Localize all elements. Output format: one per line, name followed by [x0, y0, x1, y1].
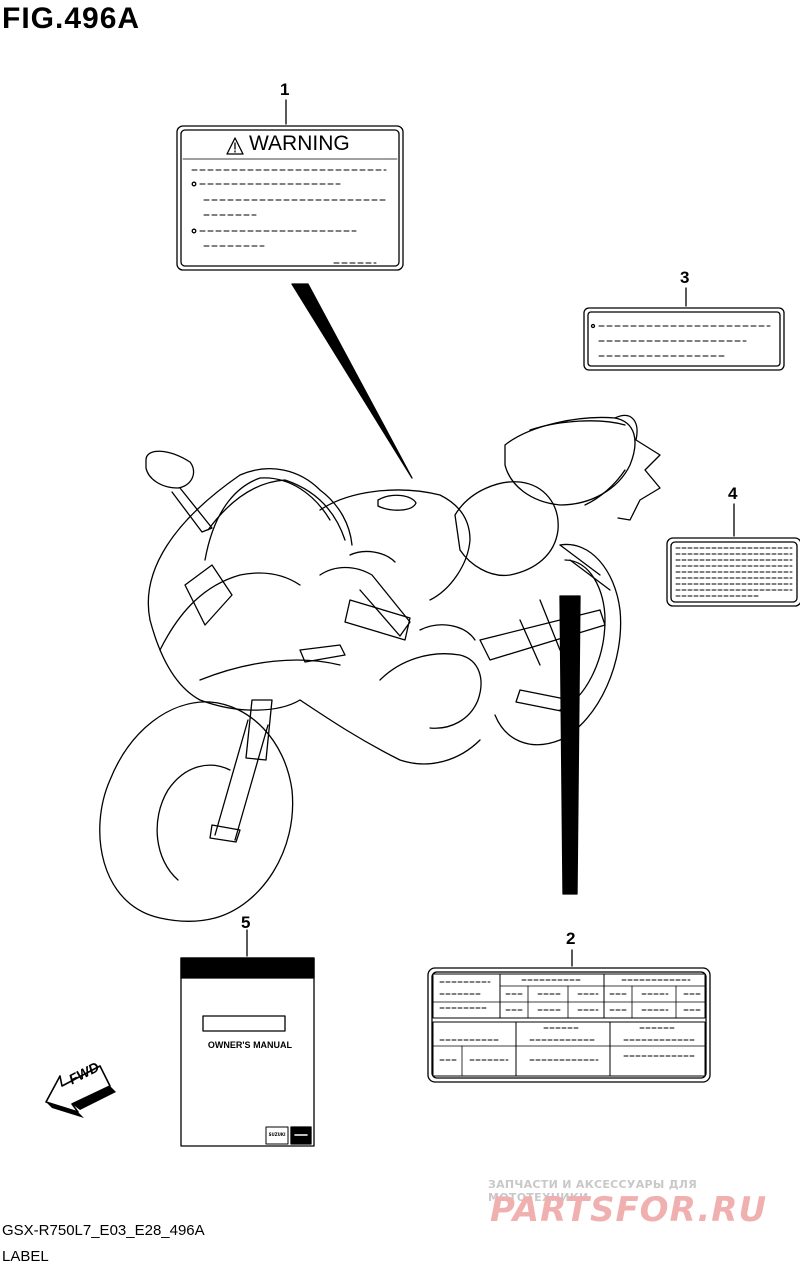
callout-5: 5: [241, 913, 251, 932]
watermark-tagline: ЗАПЧАСТИ И АКСЕССУАРЫ ДЛЯ МОТОТЕХНИКИ: [488, 1178, 698, 1204]
spec-label-2[interactable]: [427, 967, 711, 1083]
callout-1: 1: [280, 80, 290, 99]
suzuki-logo-icon: SUZUKI: [268, 1132, 286, 1137]
label-3[interactable]: [583, 307, 785, 371]
warning-heading: WARNING: [249, 132, 350, 155]
owners-manual-5[interactable]: [180, 957, 315, 1147]
figure-caption: LABEL: [2, 1248, 49, 1265]
motorcycle-drawing: [99, 414, 661, 923]
label-4[interactable]: [666, 537, 800, 607]
warning-label[interactable]: [176, 125, 404, 271]
figure-title: FIG.496A: [2, 2, 141, 35]
warning-triangle-icon: [226, 137, 244, 155]
callout-2: 2: [566, 929, 576, 948]
leader-1: [291, 283, 413, 479]
manual-title: OWNER'S MANUAL: [207, 1040, 293, 1050]
callout-4: 4: [728, 484, 738, 503]
fwd-arrow-icon: [45, 1065, 116, 1118]
figure-code: GSX-R750L7_E03_E28_496A: [2, 1222, 205, 1239]
callout-3: 3: [680, 268, 690, 287]
leader-2: [559, 595, 581, 895]
watermark-logo: PARTSFOR.RU: [490, 1190, 768, 1230]
